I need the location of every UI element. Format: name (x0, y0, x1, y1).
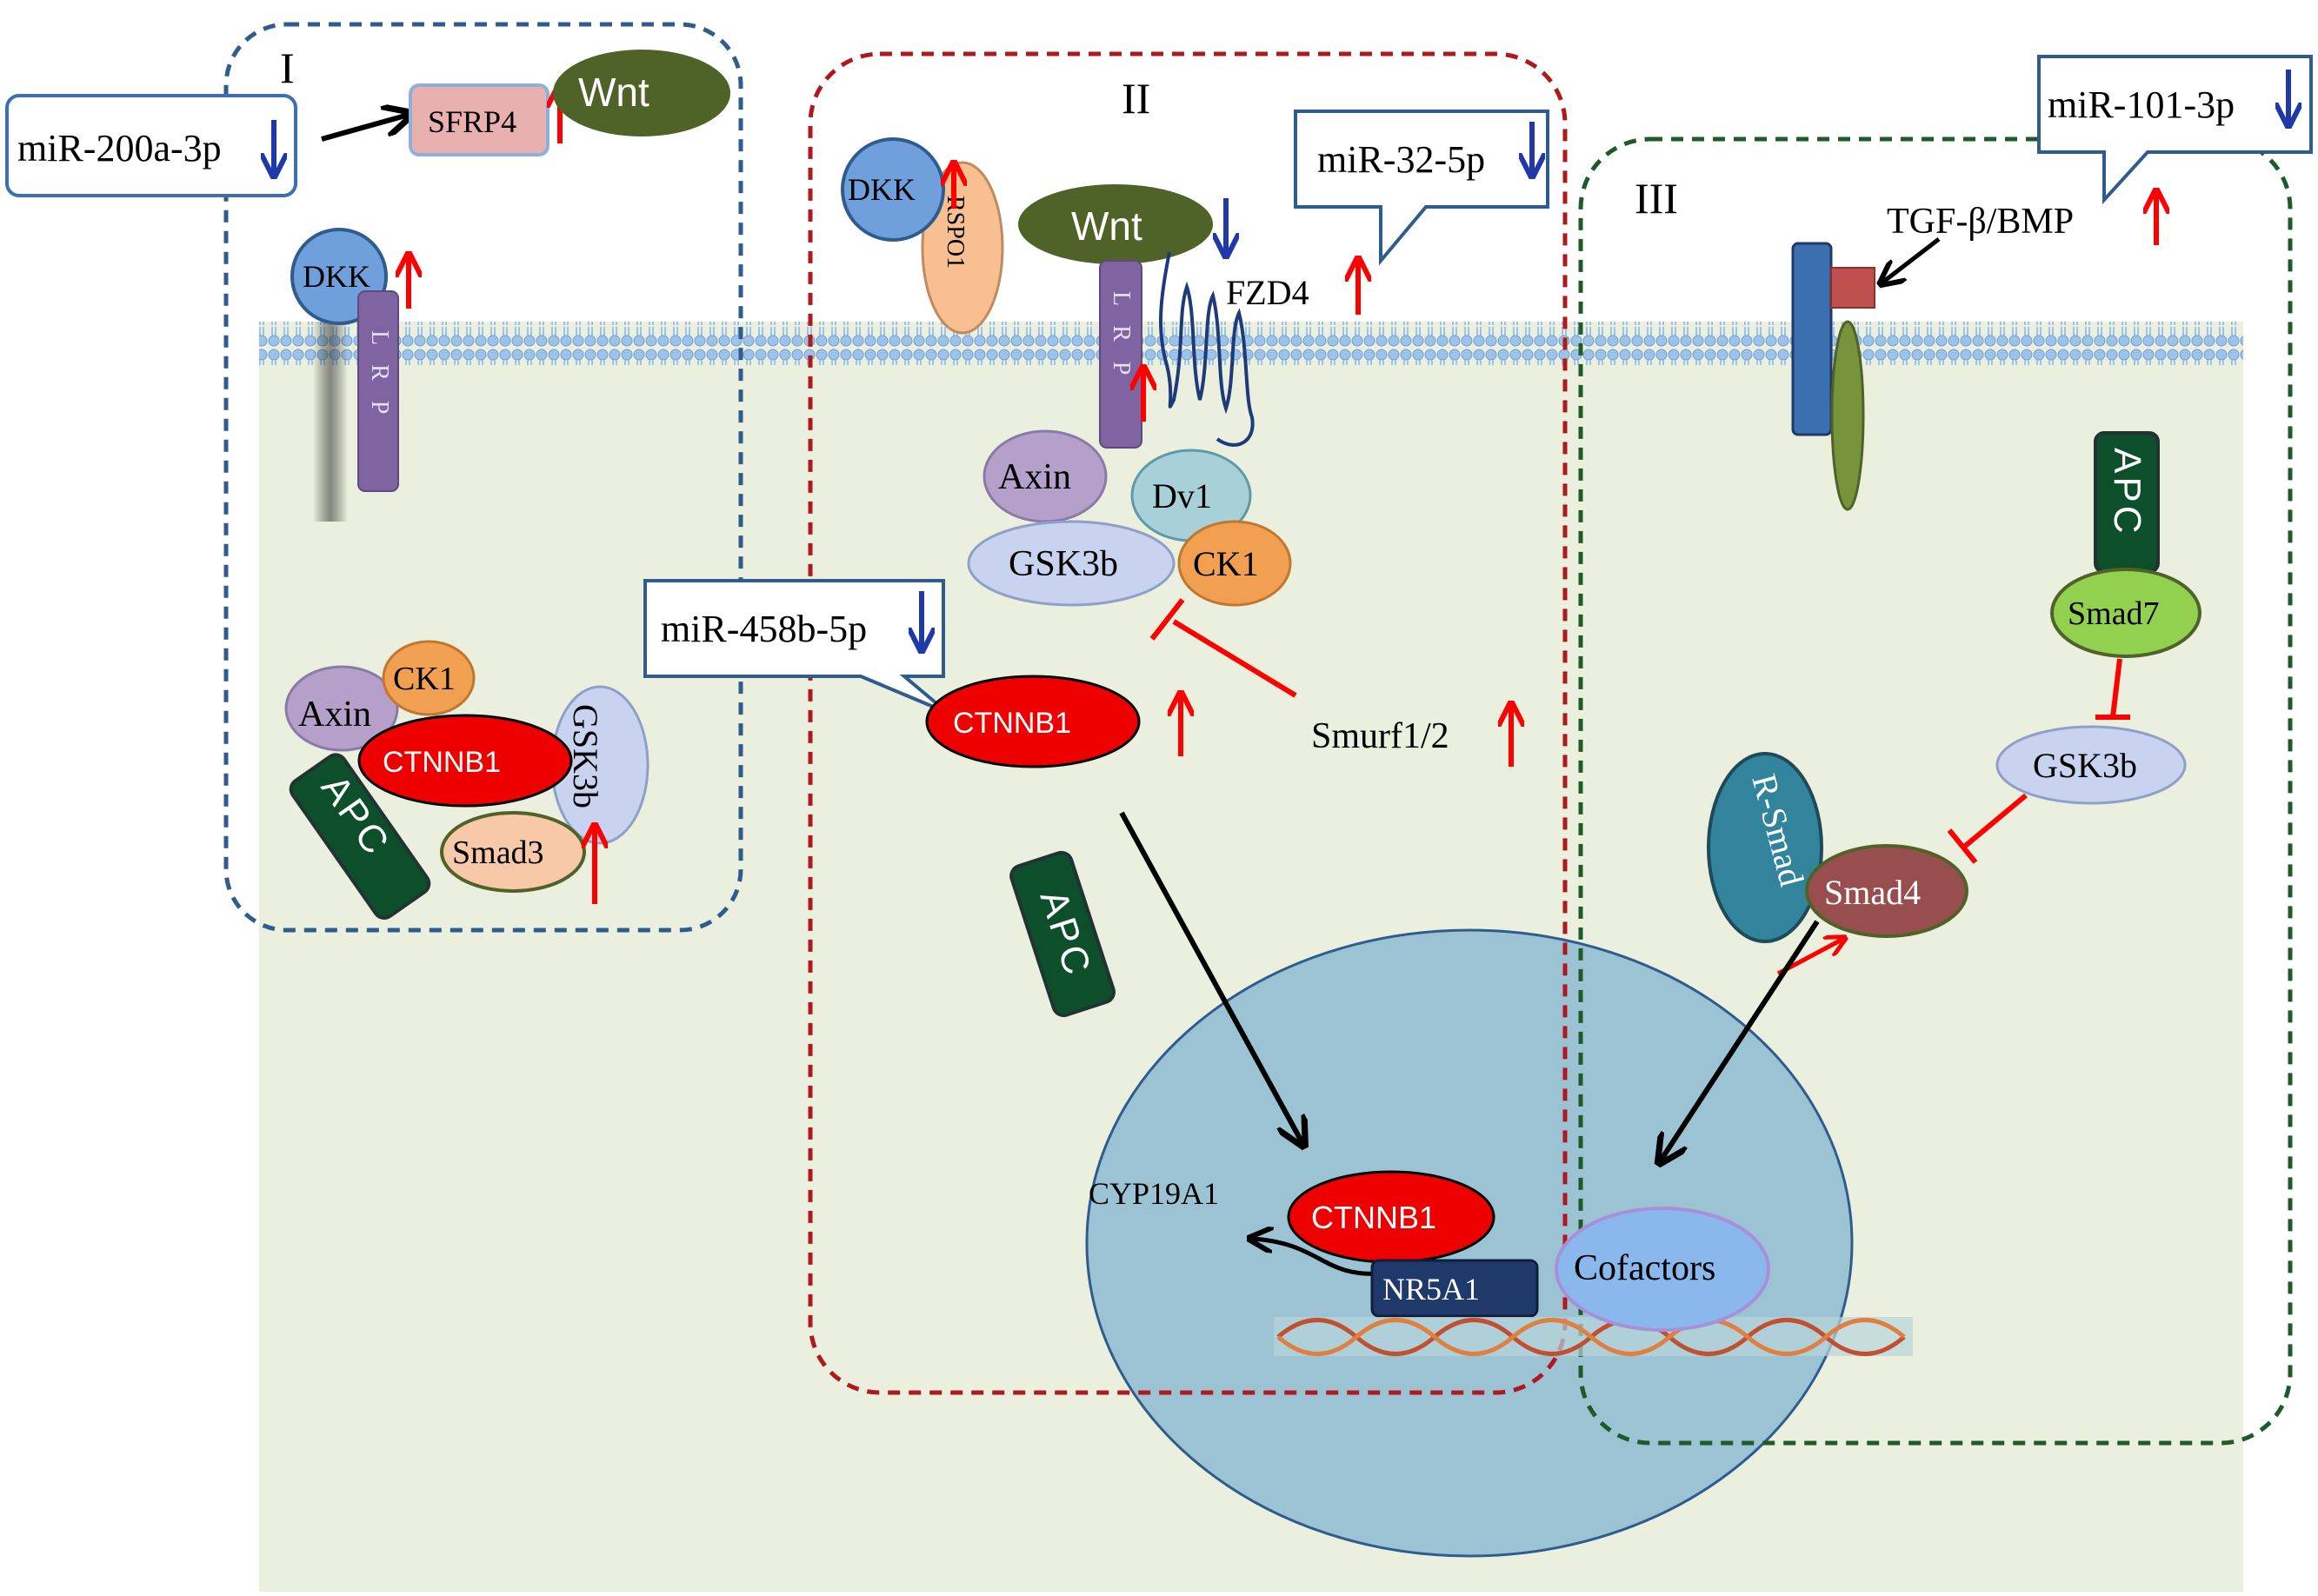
ctnnb1-1-label: CTNNB1 (383, 746, 501, 779)
ck1-2 (1177, 520, 1292, 607)
smad3 (440, 811, 586, 893)
smad4 (1805, 844, 1968, 938)
tgf-receptor-2 (1830, 320, 1865, 511)
cofactors (1555, 1207, 1770, 1332)
mir-200a-to-sfrp4-arrow (321, 115, 409, 142)
axin-1-label: Axin (298, 695, 371, 735)
mir-200a-callout (5, 94, 297, 197)
dkk-1-label: DKK (303, 259, 370, 294)
cyp19a1-arrow (1252, 1239, 1383, 1276)
smad7-label: Smad7 (2068, 595, 2160, 632)
smurf-inhibition-line (1172, 619, 1297, 698)
panel-2-label: II (1122, 74, 1150, 123)
apc-3-label: APC (2106, 448, 2148, 536)
gsk3b-2 (967, 520, 1176, 607)
dna-helix (1276, 1318, 1906, 1356)
tgf-bmp-label: TGF-β/BMP (1887, 202, 2074, 242)
smurf-inhibition-bar (1149, 598, 1185, 641)
nr5a1 (1370, 1259, 1539, 1318)
smad3-label: Smad3 (452, 835, 544, 871)
panel-3-box (1578, 136, 2293, 1446)
apc-1 (289, 753, 431, 920)
wnt-2 (1018, 184, 1213, 264)
tgf-to-receptor-arrow (1882, 237, 1941, 283)
sfrp4-label: SFRP4 (428, 104, 516, 139)
gsk3b-2-label: GSK3b (1009, 544, 1118, 584)
mir-101-callout (2037, 55, 2313, 205)
mir-200a-label: miR-200a-3p (17, 127, 222, 170)
smad7-inhibition-line (2110, 658, 2122, 718)
lrp-2 (1099, 260, 1142, 449)
ctnnb1-3-label: CTNNB1 (1311, 1200, 1436, 1235)
dv1-label: Dv1 (1152, 476, 1212, 515)
cofactors-label: Cofactors (1574, 1248, 1715, 1288)
ctnnb1-translocation-arrow (1119, 811, 1302, 1143)
smad7 (2050, 568, 2201, 658)
smurf-label: Smurf1/2 (1311, 716, 1449, 756)
gsk3b-1-label: GSK3b (566, 704, 605, 808)
cyp19a1-label: CYP19A1 (1089, 1176, 1219, 1211)
panel-2-box (808, 51, 1568, 1395)
panel-1-label: I (280, 43, 295, 92)
axin-2-label: Axin (998, 457, 1071, 497)
smad-to-cofactors-arrow (1661, 920, 1820, 1160)
mir-32-callout (1294, 110, 1549, 266)
gsk3b-inhibition-line (1962, 793, 2028, 850)
cell-membrane (259, 322, 2243, 365)
lrp-1-label: L R P (366, 330, 393, 421)
nr5a1-label: NR5A1 (1382, 1272, 1480, 1307)
dkk-2-label: DKK (848, 172, 916, 207)
gsk3b-inhibition-bar (1947, 828, 1978, 864)
ctnnb1-2-label: CTNNB1 (953, 707, 1071, 740)
lrp-1 (357, 290, 399, 492)
tgf-receptor-1 (1791, 242, 1833, 436)
panel-1-box (223, 22, 743, 933)
fzd4-label: FZD4 (1226, 273, 1309, 312)
panel-3-label: III (1635, 174, 1678, 223)
mir-32-label: miR-32-5p (1317, 138, 1485, 181)
wnt-2-label: Wnt (1071, 203, 1142, 249)
r-smad (1707, 752, 1823, 943)
dkk-2 (841, 137, 945, 242)
ctnnb1-2 (925, 675, 1141, 768)
axin-1 (284, 665, 399, 752)
ck1-1 (382, 640, 476, 716)
mir-458b-callout (643, 579, 949, 715)
lrp-1-shadow (313, 322, 348, 522)
ck1-1-label: CK1 (393, 661, 456, 697)
gsk3b-3-label: GSK3b (2033, 746, 2137, 785)
smad4-label: Smad4 (1824, 873, 1921, 912)
ck1-2-label: CK1 (1193, 544, 1259, 583)
tgf-ligand-binding (1830, 267, 1875, 309)
ctnnb1-1 (357, 714, 573, 808)
mir-458b-label: miR-458b-5p (661, 608, 867, 650)
apc-2 (1009, 850, 1116, 1018)
sfrp4 (409, 83, 550, 156)
gsk3b-3 (1995, 725, 2187, 805)
wnt-1 (553, 50, 730, 136)
fzd4-receptor (1158, 251, 1255, 447)
mir-101-label: miR-101-3p (2048, 83, 2235, 126)
lrp-2-label: L R P (1108, 291, 1135, 382)
wnt-1-label: Wnt (578, 70, 649, 115)
